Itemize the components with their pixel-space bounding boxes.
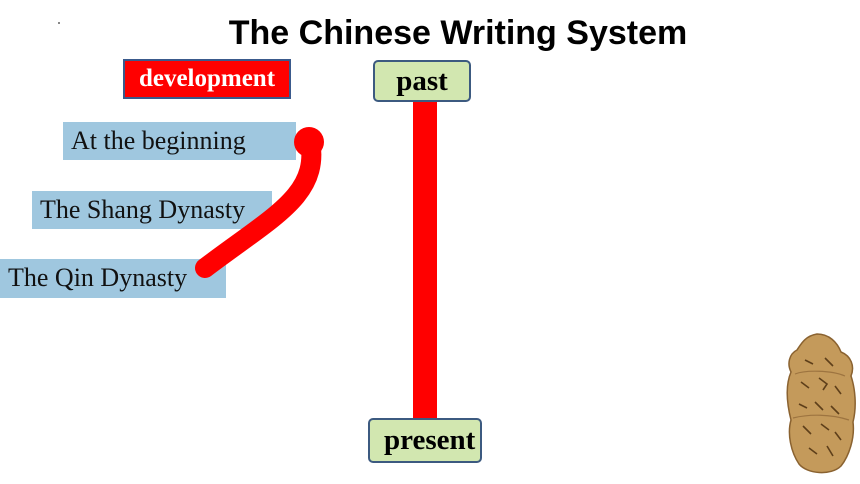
timeline-bar [413,100,437,420]
present-label: present [384,424,476,456]
development-label: development [123,59,291,99]
past-label: past [396,64,448,97]
stage-qin-dynasty: The Qin Dynasty [0,259,226,298]
stage-at-the-beginning: At the beginning [63,122,296,160]
oracle-bone-icon [786,333,856,474]
past-box: past [373,60,471,102]
stage-shang-dynasty: The Shang Dynasty [32,191,272,229]
decorative-dot [58,22,60,24]
present-box: present [368,418,482,463]
slide-title: The Chinese Writing System [228,14,688,52]
